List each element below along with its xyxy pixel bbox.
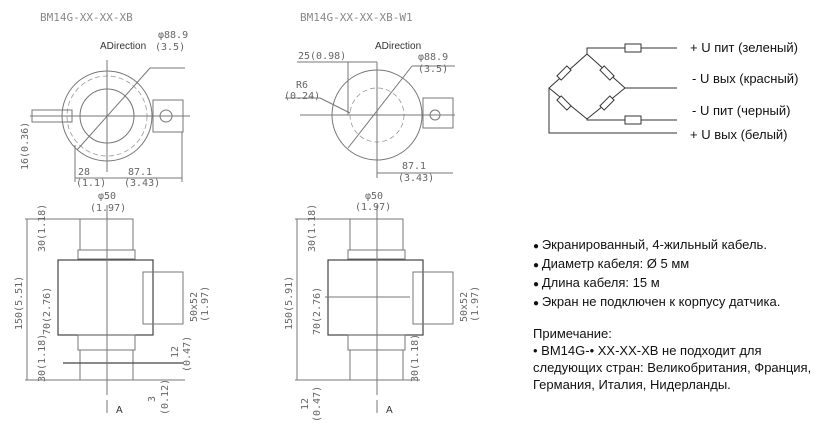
dim-r6-in: (0.24) [284, 91, 320, 102]
dim-dia-outer-in: (3.5) [155, 42, 185, 53]
dim-3: 3 [147, 396, 158, 402]
dim-30-top: 30(1.18) [307, 204, 318, 252]
dim-30-bot: 30(1.18) [410, 334, 421, 382]
right-side-view [295, 205, 454, 395]
dim-30-top: 30(1.18) [37, 204, 48, 252]
dim-87: 87.1 [128, 167, 152, 178]
wire-label-white: + U вых (белый) [690, 127, 788, 142]
dim-dia-50: φ50 [365, 191, 383, 202]
note-text: • BM14G-• XX-XX-XB не подходит для следу… [533, 343, 812, 392]
dim-87-in: (3.43) [124, 178, 160, 189]
dim-12-in: (0.47) [312, 386, 323, 422]
right-direction-label: ADirection [375, 41, 421, 52]
dim-87: 87.1 [402, 161, 426, 172]
dim-70: 70(2.76) [42, 287, 53, 335]
dim-dia-50-in: (1.97) [355, 202, 391, 213]
note-title: Примечание: [533, 326, 612, 341]
spec-item: Экран не подключен к корпусу датчика. [533, 293, 780, 312]
dim-70: 70(2.76) [312, 287, 323, 335]
right-drawing: BM14G-XX-XX-XB-W1 ADirection 25(0.98) R6… [284, 11, 481, 422]
dim-box-in: (1.97) [470, 286, 481, 322]
spec-item: Экранированный, 4-жильный кабель. [533, 236, 780, 255]
dim-30-bot: 30(1.18) [37, 334, 48, 382]
view-arrow-label: A [386, 405, 393, 416]
note: Примечание: • BM14G-• XX-XX-XB не подход… [533, 325, 818, 393]
wire-label-black: - U пит (черный) [692, 103, 790, 118]
left-direction-label: ADirection [100, 41, 146, 52]
dim-87-in: (3.43) [398, 173, 434, 184]
left-top-view [30, 60, 190, 182]
wire-label-green: + U пит (зеленый) [690, 40, 798, 55]
dim-dia-outer: φ88.9 [418, 52, 448, 63]
dim-box: 50x52 [189, 292, 200, 322]
wire-label-red: - U вых (красный) [692, 71, 798, 86]
dim-box: 50x52 [459, 292, 470, 322]
left-side-view [25, 205, 185, 395]
dim-12-in: (0.47) [182, 336, 193, 372]
spec-list: Экранированный, 4-жильный кабель. Диамет… [533, 236, 780, 312]
dim-12: 12 [300, 398, 311, 410]
dim-dia-50: φ50 [98, 191, 116, 202]
dim-dia-outer: φ88.9 [158, 30, 188, 41]
dim-28-in: (1.1) [76, 178, 106, 189]
spec-item: Длина кабеля: 15 м [533, 274, 780, 293]
dim-box-in: (1.97) [200, 286, 211, 322]
dim-dia-50-in: (1.97) [90, 203, 126, 214]
wiring-diagram: + U пит (зеленый) - U вых (красный) - U … [548, 40, 798, 142]
dim-25: 25(0.98) [298, 51, 346, 62]
dim-dia-outer-in: (3.5) [418, 64, 448, 75]
dim-3-in: (0.12) [160, 379, 171, 415]
right-title: BM14G-XX-XX-XB-W1 [300, 11, 413, 24]
dim-16: 16(0.36) [20, 122, 31, 170]
right-top-view [285, 61, 455, 178]
view-arrow-label: A [116, 405, 123, 416]
left-drawing: BM14G-XX-XX-XB ADirection φ88.9 (3.5) 16… [14, 11, 211, 416]
left-title: BM14G-XX-XX-XB [40, 11, 133, 24]
dim-height: 150(5.91) [284, 276, 295, 330]
spec-item: Диаметр кабеля: Ø 5 мм [533, 255, 780, 274]
dim-r6: R6 [296, 80, 308, 91]
dim-12: 12 [170, 346, 181, 358]
dim-28: 28 [78, 167, 90, 178]
dim-height: 150(5.51) [14, 276, 25, 330]
